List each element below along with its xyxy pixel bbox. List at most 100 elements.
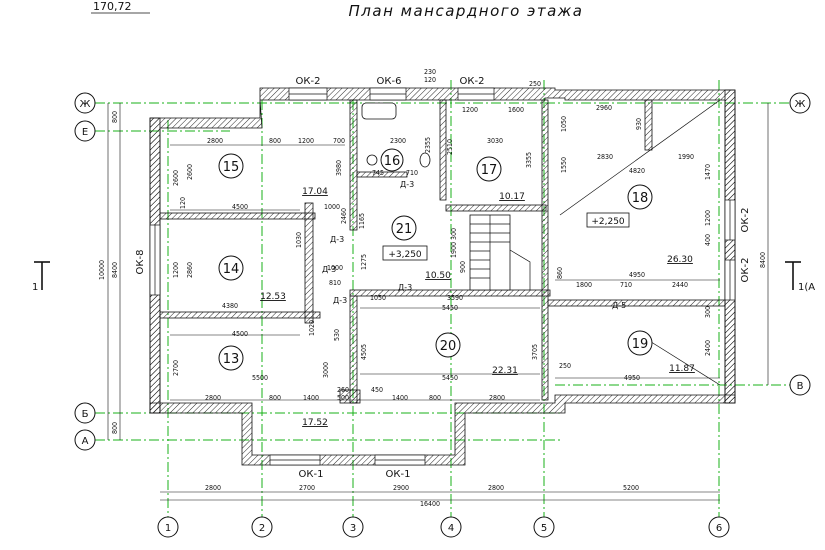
dim-i-120: 120 [179,197,187,209]
header-number: 170,72 [93,0,132,13]
window-ok1-b: ОК-1 [386,469,411,480]
dim-l-800b: 800 [111,422,119,434]
dim-l-8400: 8400 [111,262,119,278]
level-marks: +3,250 +2,250 [382,212,630,261]
dimension-lines [107,103,769,501]
dim-i-300b: 300 [704,306,712,318]
room-tags: 15 16 17 18 21 14 13 20 19 [218,148,653,371]
window-ok2-r2: ОК-2 [740,258,751,283]
dim-i-2600b: 2600 [186,164,194,180]
dim-i-1550: 1550 [560,157,568,173]
dim-b-4: 5200 [623,484,639,492]
axis-v-label: В [797,381,804,392]
slope-lines [559,99,721,386]
axis-e-label: Е [82,127,88,138]
dim-total: 16400 [420,500,440,508]
room-13-number: 13 [223,352,240,367]
dim-i-5450: 5450 [442,304,458,312]
dim-i-3980: 3980 [335,160,343,176]
dim-r-8400: 8400 [759,252,767,268]
room-15-area: 17.04 [302,187,328,197]
axis-bubbles-left: Ж Е Б А [74,92,96,451]
dim-i-1000b: 1000 [327,264,343,272]
axis-1-label: 1 [165,523,171,534]
dim-i-800b: 800 [269,394,281,402]
bathtub [361,102,397,120]
door-d3-1: Д-3 [400,180,414,189]
door-d3-2: Д-3 [330,235,344,244]
room-21-area: 10.50 [425,271,451,281]
dim-i-2800: 2800 [207,137,223,145]
dim-i-4500b: 4500 [232,330,248,338]
dim-t-230: 230 [424,68,436,76]
dim-i-260: 260 [337,386,349,394]
dim-i-710: 710 [620,281,632,289]
dim-i-1470: 1470 [704,164,712,180]
door-d3-5: Д-3 [398,283,412,292]
dim-i-3705: 3705 [531,344,539,360]
wall-16-21 [356,171,408,178]
wall-14-13 [159,311,321,319]
door-d3-4: Д-3 [333,296,347,305]
dim-i-300: 300 [450,228,458,240]
section-left-label: 1 [32,282,38,293]
dims-left: 800 10000 8400 800 [98,111,119,434]
dim-i-2510: 2510 [446,139,454,155]
level-3250: +3,250 [388,250,422,260]
dim-i-4380: 4380 [222,302,238,310]
room-20-area: 22.31 [492,366,518,376]
dim-i-2960: 2960 [596,104,612,112]
dim-i-710b: 710 [406,169,418,177]
south-wall [149,394,736,466]
dim-i-1900: 1900 [450,242,458,258]
level-2250: +2,250 [591,217,625,227]
dim-i-1165: 1165 [358,213,366,229]
bathroom-fixtures [361,102,431,168]
axis-bubbles-right: Ж В [789,92,811,396]
dim-i-1990: 1990 [678,153,694,161]
dim-i-1200b: 1200 [462,106,478,114]
room-18-area: 26.30 [667,255,693,265]
dim-i-1200: 1200 [298,137,314,145]
window-ok8: ОК-8 [135,250,146,275]
east-wall [724,89,736,404]
room-19-area: 11.87 [669,364,695,374]
dim-i-800c: 800 [429,394,441,402]
window-ok2-a: ОК-2 [296,76,321,87]
dim-i-1030: 1030 [295,232,303,248]
dim-b-3: 2800 [488,484,504,492]
dim-i-2800c: 2800 [489,394,505,402]
window-labels: ОК-2 ОК-6 ОК-2 ОК-8 ОК-1 ОК-1 ОК-2 ОК-2 [135,76,751,480]
dim-i-1200d: 1200 [704,210,712,226]
dim-i-2440: 2440 [672,281,688,289]
dim-i-1050: 1050 [560,116,568,132]
dim-i-2300: 2300 [390,137,406,145]
dim-i-530: 530 [333,329,341,341]
dim-i-4950: 4950 [629,271,645,279]
section-marks: 1 1(А [32,261,815,293]
door-d3-3: Д-3 [322,265,336,274]
dim-i-250: 250 [559,362,571,370]
room-15-number: 15 [223,160,240,175]
room-14-area: 12.53 [260,292,286,302]
toilet [419,152,431,168]
dim-i-1400: 1400 [303,394,319,402]
dim-i-4820: 4820 [629,167,645,175]
dim-i-400: 400 [704,234,712,246]
sink [366,154,378,166]
dim-l-800a: 800 [111,111,119,123]
dim-i-900: 900 [459,261,467,273]
axis-bubbles-bottom: 1 2 3 4 5 6 [157,516,730,538]
dim-i-1020: 1020 [308,320,316,336]
wall-21-20 [349,289,551,297]
dim-i-5450b: 5450 [442,374,458,382]
dim-i-1600: 1600 [508,106,524,114]
dims-top: 230 120 250 [424,68,541,88]
dim-i-3590: 3590 [447,294,463,302]
dim-i-1800: 1800 [576,281,592,289]
room-areas: 17.04 10.17 26.30 10.50 12.53 17.52 22.3… [260,187,695,428]
axis-4-label: 4 [448,523,454,534]
wall-17-18 [541,99,549,401]
dim-i-2800b: 2800 [205,394,221,402]
dim-i-500: 500 [337,394,349,402]
